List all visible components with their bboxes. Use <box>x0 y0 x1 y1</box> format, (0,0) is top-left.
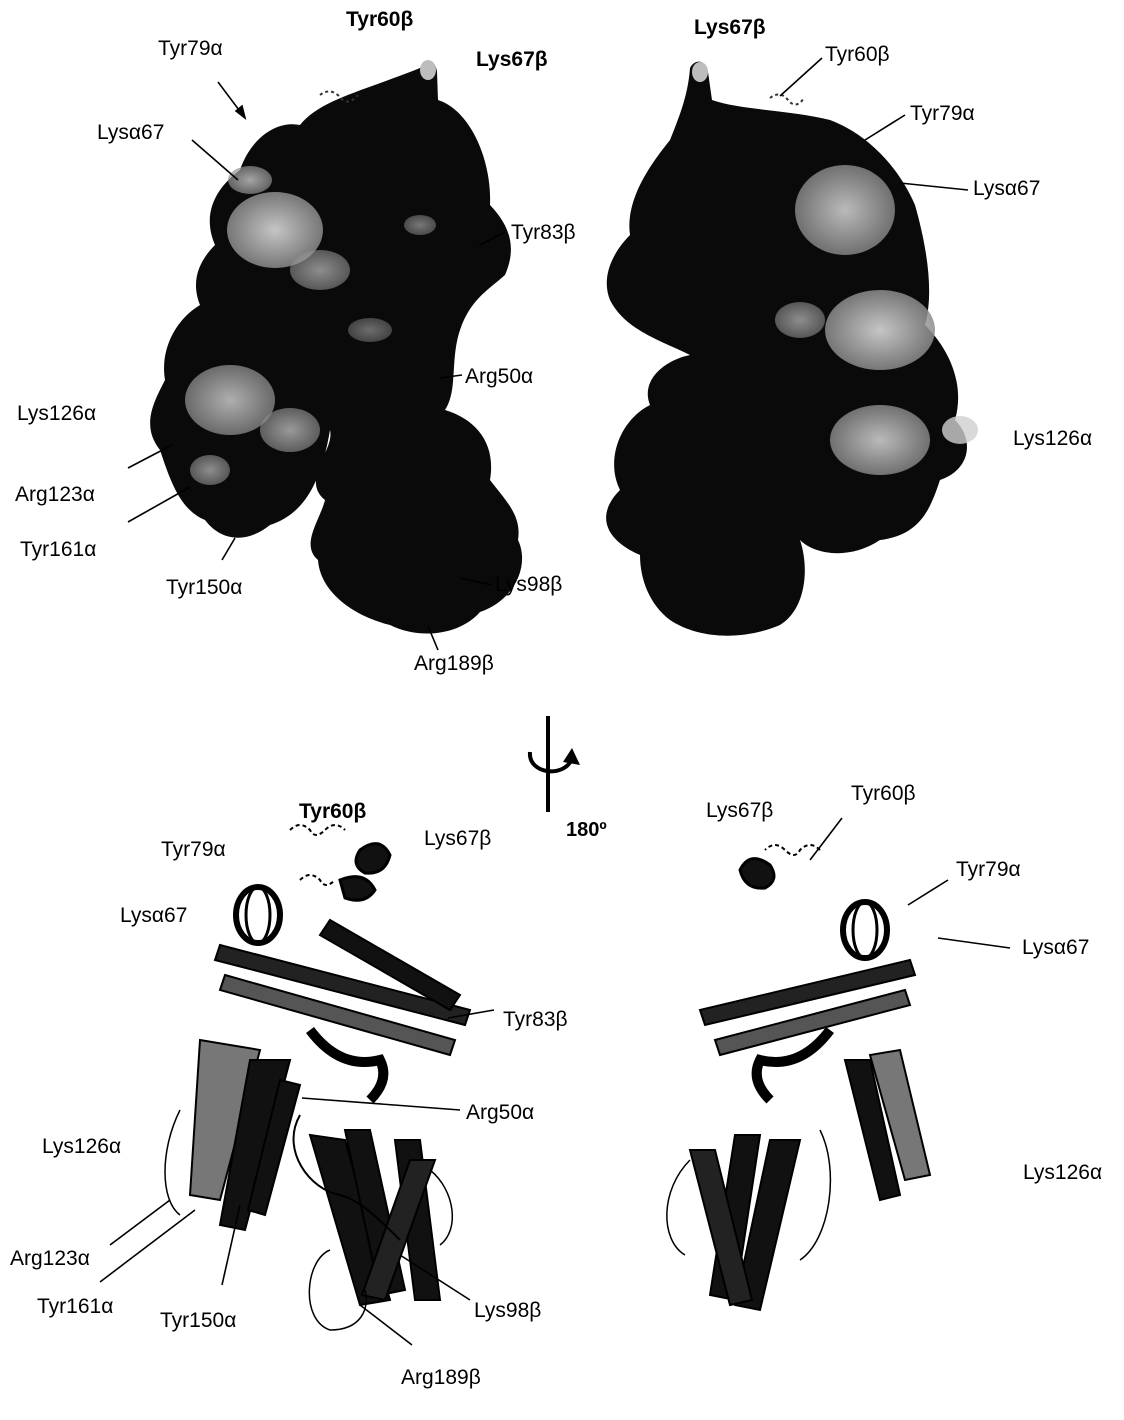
label-bl-arg189b: Arg189β <box>401 1367 481 1388</box>
label-tl-tyr79a: Tyr79α <box>158 38 223 59</box>
label-tl-arg50a: Arg50α <box>465 366 533 387</box>
label-bl-lys126a: Lys126α <box>42 1136 121 1157</box>
label-tl-lysa67: Lysα67 <box>97 122 164 143</box>
leader-tyr60b-tr <box>780 58 822 96</box>
label-tl-lys98b: Lys98β <box>495 574 562 595</box>
leader-tyr161a-tl <box>128 487 190 522</box>
leader-tyr150a-tl <box>222 538 235 560</box>
label-bl-lys67b: Lys67β <box>424 828 491 849</box>
label-bl-arg50a: Arg50α <box>466 1102 534 1123</box>
ribbon-right <box>667 845 930 1310</box>
leader-lysa67-tr <box>900 183 968 190</box>
label-br-lysa67: Lysα67 <box>1022 937 1089 958</box>
leader-tyr60b-br <box>810 818 842 860</box>
rotation-angle-label: 180º <box>566 819 607 842</box>
label-br-lys67b: Lys67β <box>706 800 773 821</box>
surface-right <box>606 62 978 636</box>
label-tr-tyr60b: Tyr60β <box>825 44 890 65</box>
label-br-tyr79a: Tyr79α <box>956 859 1021 880</box>
label-bl-tyr60b: Tyr60β <box>299 801 366 822</box>
label-tl-tyr161a: Tyr161α <box>20 539 96 560</box>
label-tl-tyr150a: Tyr150α <box>166 577 242 598</box>
label-tl-arg123a: Arg123α <box>15 484 95 505</box>
leader-tyr79a-br <box>908 880 948 905</box>
label-bl-lys98b: Lys98β <box>474 1300 541 1321</box>
label-tr-lys67b: Lys67β <box>694 17 766 38</box>
label-bl-lysa67: Lysα67 <box>120 905 187 926</box>
label-br-lys126a: Lys126α <box>1023 1162 1102 1183</box>
leader-arg123a-bl <box>110 1200 170 1245</box>
label-tl-tyr83b: Tyr83β <box>511 222 576 243</box>
label-bl-arg123a: Arg123α <box>10 1248 90 1269</box>
label-tl-lys67b: Lys67β <box>476 49 548 70</box>
label-tr-lys126a: Lys126α <box>1013 428 1092 449</box>
rotation-axis <box>530 716 580 812</box>
label-tl-tyr60b: Tyr60β <box>346 9 413 30</box>
leader-arg50a-bl <box>302 1098 460 1110</box>
leader-lysa67-tl <box>192 140 238 180</box>
leader-arg189b-bl <box>360 1305 412 1345</box>
label-tr-tyr79a: Tyr79α <box>910 103 975 124</box>
label-br-tyr60b: Tyr60β <box>851 783 916 804</box>
label-bl-tyr161a: Tyr161α <box>37 1296 113 1317</box>
leader-tyr161a-bl <box>100 1210 195 1282</box>
ribbon-left <box>165 825 470 1330</box>
label-bl-tyr79a: Tyr79α <box>161 839 226 860</box>
leader-lysa67-br <box>938 938 1010 948</box>
surface-left <box>150 60 522 634</box>
label-bl-tyr150a: Tyr150α <box>160 1310 236 1331</box>
label-tr-lysa67: Lysα67 <box>973 178 1040 199</box>
label-bl-tyr83b: Tyr83β <box>503 1009 568 1030</box>
leader-tyr79a-tr <box>865 115 905 140</box>
label-tl-lys126a: Lys126α <box>17 403 96 424</box>
label-tl-arg189b: Arg189β <box>414 653 494 674</box>
